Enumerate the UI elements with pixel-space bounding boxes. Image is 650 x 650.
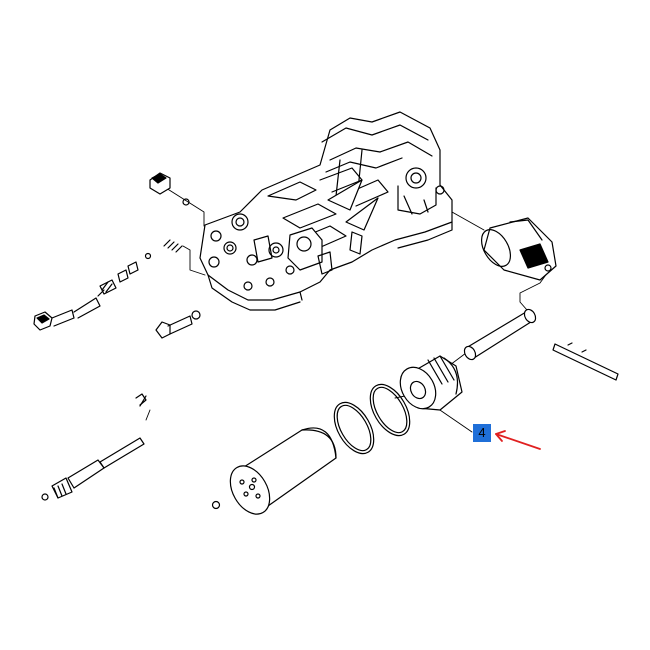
callout-arrow [495, 430, 541, 450]
o-ring-small [333, 401, 375, 455]
lift-cover-housing [199, 111, 453, 311]
cross-shaft [41, 393, 147, 501]
valve-bolt [33, 269, 129, 331]
lift-crank-arm [480, 217, 557, 281]
mounting-bolt [155, 310, 201, 339]
lift-cylinder [211, 427, 337, 515]
connecting-rod [463, 308, 537, 361]
relief-valve-spring [127, 239, 183, 275]
rod-pin [552, 342, 619, 381]
banjo-fitting [149, 172, 190, 206]
part-number-callout: 4 [473, 424, 491, 442]
lift-piston [399, 355, 463, 411]
o-ring-large [369, 383, 411, 437]
